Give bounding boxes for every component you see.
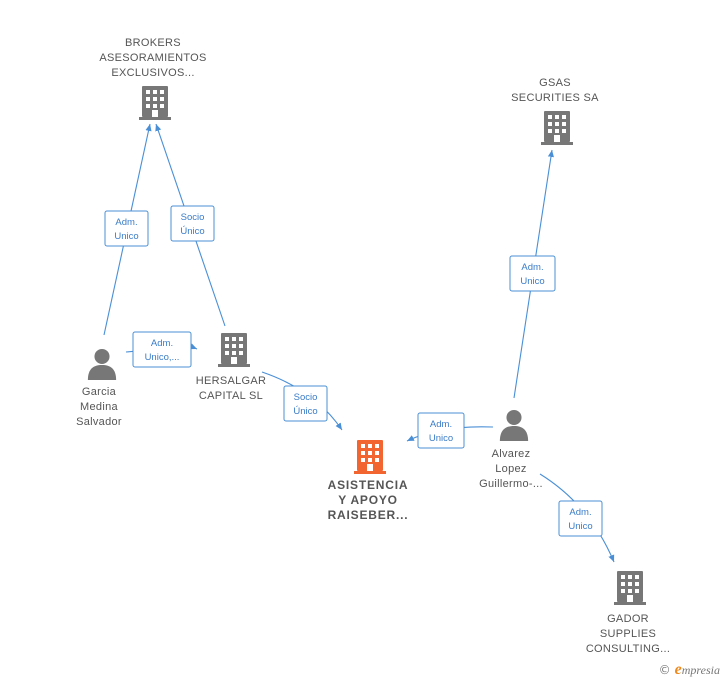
node-label-line: HERSALGAR	[196, 375, 267, 387]
node-label-line: RAISEBER...	[328, 508, 409, 522]
node-garcia[interactable]: Garcia Medina Salvador	[76, 348, 122, 428]
node-label-line: GSAS	[539, 77, 571, 89]
node-label-line: EXCLUSIVOS...	[111, 67, 194, 79]
edge-label-line1: Adm.	[569, 507, 591, 518]
copyright-symbol: ©	[658, 663, 671, 677]
edge-label-line2: Unico	[520, 276, 544, 287]
edge-label-line2: Único	[180, 226, 204, 237]
node-label-line: ASESORAMIENTOS	[99, 52, 206, 64]
node-brokers[interactable]: BROKERS ASESORAMIENTOS EXCLUSIVOS...	[99, 37, 206, 120]
node-label-line: SECURITIES SA	[511, 92, 599, 104]
brand-logo-e: e	[674, 661, 682, 678]
node-alvarez[interactable]: Alvarez Lopez Guillermo-...	[479, 409, 543, 490]
node-label-line: CAPITAL SL	[199, 390, 263, 402]
edge-label-garcia-brokers[interactable]: Adm. Unico	[104, 210, 149, 247]
edge-label-alvarez-gador[interactable]: Adm. Unico	[558, 500, 603, 537]
building-icon	[614, 571, 646, 605]
building-icon	[541, 111, 573, 145]
edge-label-line2: Unico	[568, 521, 592, 532]
edge-label-alvarez-asistencia[interactable]: Adm. Unico	[417, 412, 465, 449]
footer-brand: ©empresia	[659, 661, 720, 679]
person-icon	[499, 409, 529, 441]
edge-label-line1: Adm.	[115, 217, 137, 228]
node-label-line: BROKERS	[125, 37, 181, 49]
edge-label-alvarez-gsas[interactable]: Adm. Unico	[509, 255, 556, 292]
edge-label-line1: Adm.	[430, 419, 452, 430]
edge-label-line2: Unico	[429, 433, 453, 444]
node-label-line: Alvarez	[492, 448, 531, 460]
person-icon	[87, 348, 117, 380]
node-label-line: Guillermo-...	[479, 478, 543, 490]
edge-label-line2: Único	[293, 406, 317, 417]
node-label-line: Y APOYO	[338, 493, 398, 507]
edge-label-line2: Unico	[114, 231, 138, 242]
node-hersalgar[interactable]: HERSALGAR CAPITAL SL	[196, 333, 267, 402]
building-icon	[139, 86, 171, 120]
edge-label-hersalgar-asistencia[interactable]: Socio Único	[283, 385, 328, 422]
edge-label-line1: Socio	[294, 392, 318, 403]
brand-name: mpresia	[681, 663, 720, 677]
node-gsas[interactable]: GSAS SECURITIES SA	[511, 77, 599, 145]
node-label-line: SUPPLIES	[600, 628, 656, 640]
node-label-line: CONSULTING...	[586, 643, 670, 655]
node-label-line: Garcia	[82, 386, 117, 398]
edge-label-line2: Unico,...	[145, 352, 180, 363]
building-icon	[218, 333, 250, 367]
node-label-line: Salvador	[76, 416, 122, 428]
edge-label-hersalgar-brokers[interactable]: Socio Único	[170, 205, 215, 242]
edge-label-line1: Socio	[181, 212, 205, 223]
edge-label-garcia-hersalgar[interactable]: Adm. Unico,...	[132, 331, 192, 368]
building-icon	[354, 440, 386, 474]
node-label-line: ASISTENCIA	[328, 478, 409, 492]
node-label-line: Lopez	[495, 463, 526, 475]
edge-label-line1: Adm.	[521, 262, 543, 273]
node-label-line: GADOR	[607, 613, 649, 625]
edge-label-line1: Adm.	[151, 338, 173, 349]
node-label-line: Medina	[80, 401, 118, 413]
node-gador[interactable]: GADOR SUPPLIES CONSULTING...	[586, 571, 670, 655]
node-asistencia[interactable]: ASISTENCIA Y APOYO RAISEBER...	[328, 440, 409, 522]
